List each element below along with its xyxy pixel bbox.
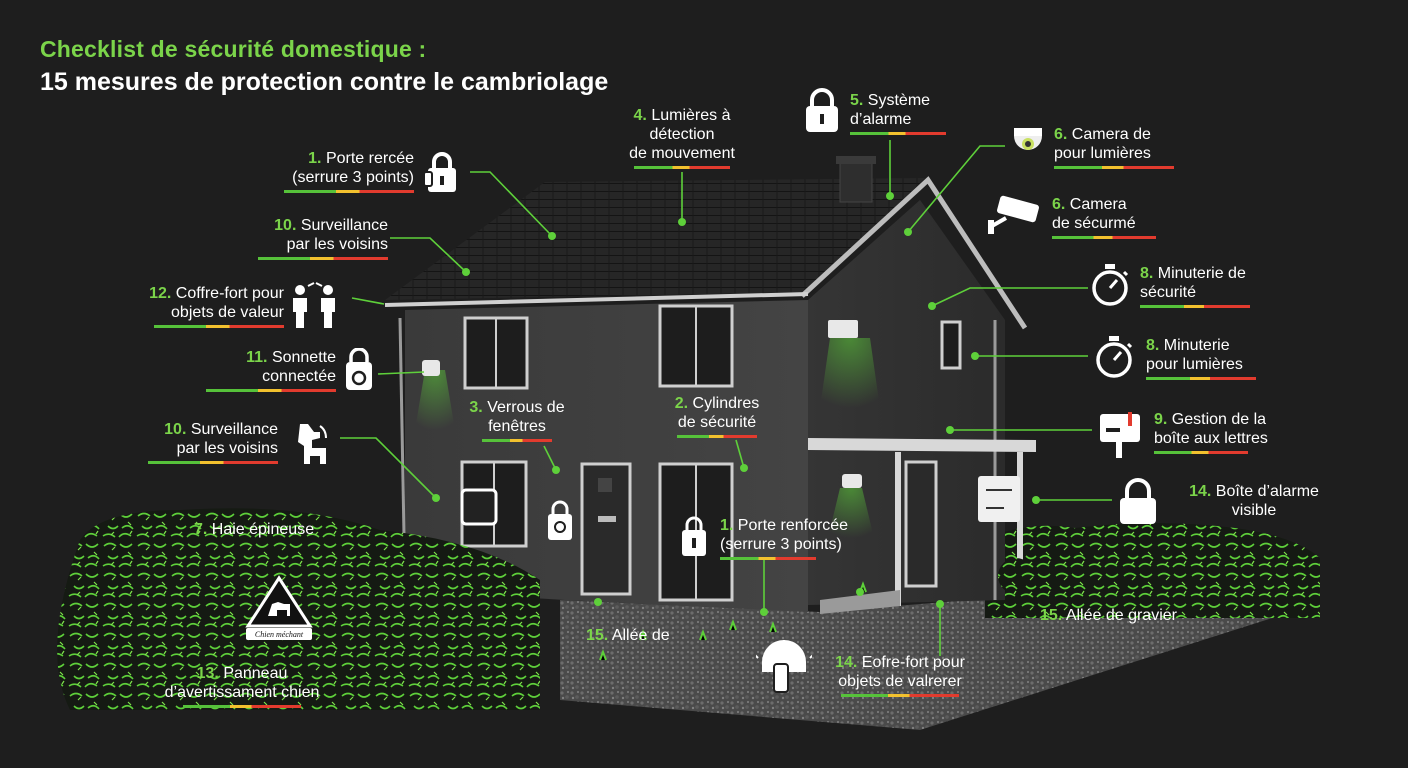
label-safe-bottom: 14. Eofre-fort pour objets de valrerer [808, 653, 992, 697]
alarm-padlock-icon [806, 88, 838, 132]
label-motion-lights: 4. Lumières à détection de mouvement [602, 106, 762, 169]
safe-icon [756, 640, 812, 693]
label-alarm-system: 5. Système d’alarme [850, 91, 946, 135]
gravel-path-main [560, 596, 1310, 730]
label-neighbour-watch-dog: 10. Surveillance par les voisins [126, 420, 278, 464]
label-path-left: 15. Allée de [586, 627, 670, 644]
gravel-path-left [560, 600, 820, 690]
alarm-box [978, 476, 1020, 522]
dog-warning-sign-icon: Chien méchant [245, 575, 313, 640]
dome-camera-icon [1014, 128, 1042, 150]
label-camera-lights: 6. Camera de pour lumières [1054, 125, 1174, 169]
label-visible-alarm-box: 14. Boîte d’alarme visible [1189, 483, 1319, 519]
doorbell-icon [346, 348, 372, 390]
chimney [839, 161, 873, 203]
window-side [940, 320, 962, 370]
label-reinforced-door: 1. Porte renforcée (serrure 3 points) [720, 516, 848, 560]
wall-light-left [422, 360, 440, 376]
label-security-camera: 6. Camera de sécurmé [1052, 195, 1156, 239]
label-dog-warning-sign: 13. Panneau d’avertissament chien [124, 664, 360, 708]
label-mailbox-management: 9. Gestion de la boîte aux lettres [1154, 410, 1268, 454]
warning-sign-text: Chien méchant [255, 630, 304, 639]
right-hedge [985, 523, 1320, 618]
dog-icon [298, 424, 327, 464]
padlock-icon [548, 500, 572, 540]
porch-roof [808, 438, 1036, 452]
padlock-icon [1120, 478, 1156, 524]
label-light-timer: 8. Minuterie pour lumières [1146, 336, 1256, 380]
padlock-icon [424, 152, 456, 192]
label-door-left: 1. Porte rercée (serrure 3 points) [262, 149, 414, 193]
mailbox-icon [1100, 412, 1140, 458]
label-thorny-hedge: 7. Haie épineuse [194, 521, 315, 538]
label-security-timer: 8. Minuterie de sécurité [1140, 264, 1250, 308]
page-title-line1: Checklist de sécurité domestique : [40, 36, 427, 62]
label-window-locks: 3. Verrous de fenêtres [452, 398, 582, 442]
label-security-cylinders: 2. Cylindres de sécurité [652, 394, 782, 438]
motion-light [828, 320, 858, 338]
people-icon [293, 282, 335, 328]
stopwatch-icon [1092, 264, 1129, 306]
security-camera-icon [988, 195, 1039, 234]
padlock-icon [682, 516, 706, 556]
porch-light [842, 474, 862, 488]
label-gravel-path: 15. Allée de gravier [1040, 607, 1177, 624]
label-safe-valuables: 12. Coffre-fort pour objets de valeur [100, 284, 284, 328]
stopwatch-icon [1096, 336, 1133, 378]
label-neighbour-watch-top: 10. Surveillance par les voisins [236, 216, 388, 260]
label-smart-doorbell: 11. Sonnette connectée [200, 348, 336, 392]
house-roof [385, 178, 925, 300]
page-title-line2: 15 mesures de protection contre le cambr… [40, 68, 609, 96]
